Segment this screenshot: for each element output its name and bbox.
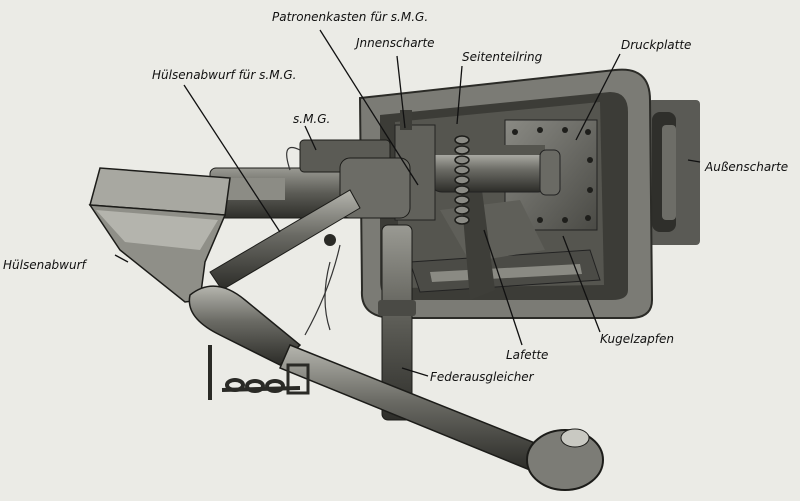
chain — [208, 345, 310, 400]
huelsenabwurf-part — [88, 167, 231, 303]
huelsenabwurf-smg-tube — [209, 189, 361, 291]
label-kugelzapfen: Kugelzapfen — [600, 332, 674, 346]
label-lafette: Lafette — [506, 348, 549, 362]
leader-lines — [114, 29, 701, 377]
barrel — [429, 145, 561, 196]
federausgleicher-part — [378, 224, 416, 421]
label-innenscharte: Jnnenscharte — [356, 36, 435, 50]
label-patronenkasten: Patronenkasten für s.M.G. — [272, 10, 429, 24]
label-federausgleicher: Federausgleicher — [430, 370, 534, 384]
label-huelsenabwurf-smg: Hülsenabwurf für s.M.G. — [152, 68, 297, 82]
label-aussenscharte: Außenscharte — [705, 160, 789, 174]
aussenscharte-part — [648, 100, 700, 245]
label-druckplatte: Druckplatte — [621, 38, 692, 52]
label-seitenteilring: Seitenteilring — [462, 50, 543, 64]
cables — [286, 146, 341, 336]
lafette-part — [409, 175, 601, 300]
label-huelsenabwurf: Hülsenabwurf — [3, 258, 86, 272]
discharge-funnel — [188, 285, 604, 491]
label-smg: s.M.G. — [293, 112, 331, 126]
seitenteilring-part — [454, 135, 470, 225]
